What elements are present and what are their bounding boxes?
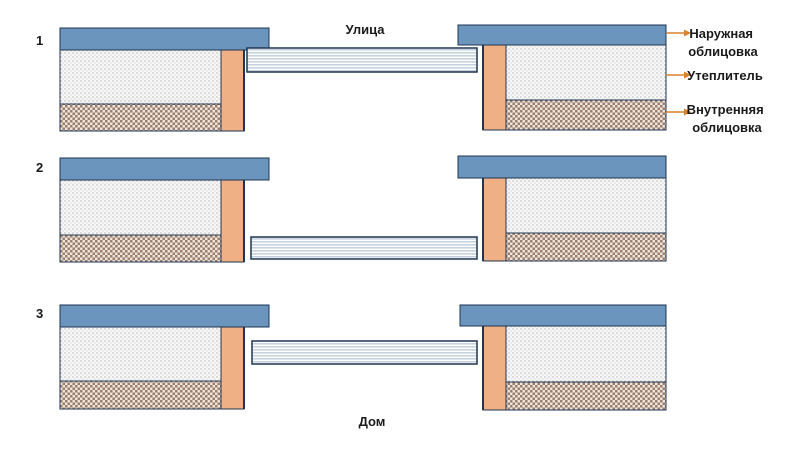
variant-1: 1 (36, 24, 667, 132)
frame-post (220, 326, 245, 410)
inner-cladding (505, 232, 667, 262)
frame-post (220, 49, 245, 132)
frame-post (482, 44, 507, 131)
outer-cladding (59, 27, 270, 51)
inner-cladding (59, 234, 222, 263)
window-unit (251, 340, 478, 365)
insulation (505, 44, 667, 101)
top-label: Улица (346, 22, 386, 37)
variant-number-3: 3 (36, 306, 43, 321)
inner-cladding (59, 103, 222, 132)
window-unit (246, 47, 478, 73)
outer-cladding (459, 304, 667, 327)
outer-cladding (457, 155, 667, 179)
legend: Наружная облицовка Утеплитель Внутренняя… (666, 26, 768, 135)
frame-post (482, 177, 507, 262)
bottom-label: Дом (359, 414, 386, 429)
insulation (59, 179, 222, 236)
outer-cladding (59, 304, 270, 328)
variant-2: 2 (36, 155, 667, 263)
legend-inner-cladding: Внутренняя облицовка (687, 102, 768, 135)
insulation (59, 326, 222, 382)
frame-post (482, 325, 507, 411)
legend-insulation: Утеплитель (687, 68, 763, 83)
variant-3: 3 (36, 304, 667, 411)
frame-post (220, 179, 245, 263)
outer-cladding (59, 157, 270, 181)
inner-cladding (505, 99, 667, 131)
insulation (59, 49, 222, 105)
variant-number-2: 2 (36, 160, 43, 175)
outer-cladding (457, 24, 667, 46)
inner-cladding (505, 381, 667, 411)
insulation (505, 177, 667, 234)
insulation (505, 325, 667, 383)
variant-number-1: 1 (36, 33, 43, 48)
inner-cladding (59, 380, 222, 410)
legend-outer-cladding: Наружная облицовка (688, 26, 758, 59)
window-unit (250, 236, 478, 260)
